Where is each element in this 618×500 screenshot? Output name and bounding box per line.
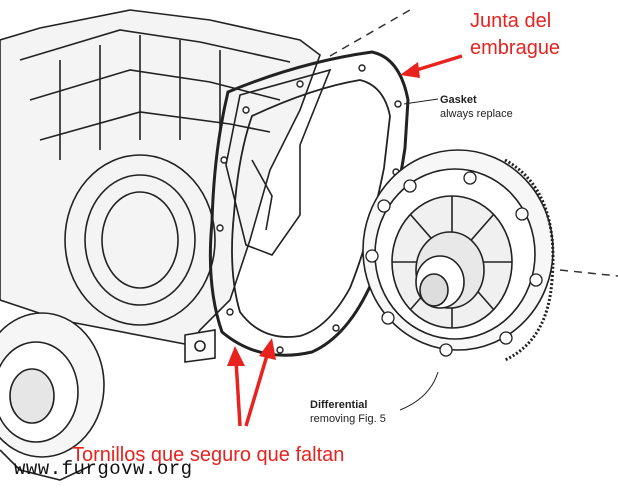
clutch-gasket-annotation: Junta del embrague	[470, 10, 561, 59]
arrowheads	[227, 62, 420, 366]
callout-leaders	[399, 98, 439, 411]
differential-assembly	[362, 149, 555, 362]
dashed-guides	[329, 9, 618, 277]
output-flange	[0, 312, 105, 481]
clutch-gasket	[208, 50, 410, 357]
transmission-housing	[0, 9, 332, 363]
watermark: www.furgovw.org	[14, 458, 193, 480]
missing-bolts-annotation: Tornillos que seguro que faltan	[72, 444, 345, 466]
gasket-callout: Gasket always replace	[440, 94, 513, 120]
differential-callout: Differential removing Fig. 5	[310, 399, 386, 425]
